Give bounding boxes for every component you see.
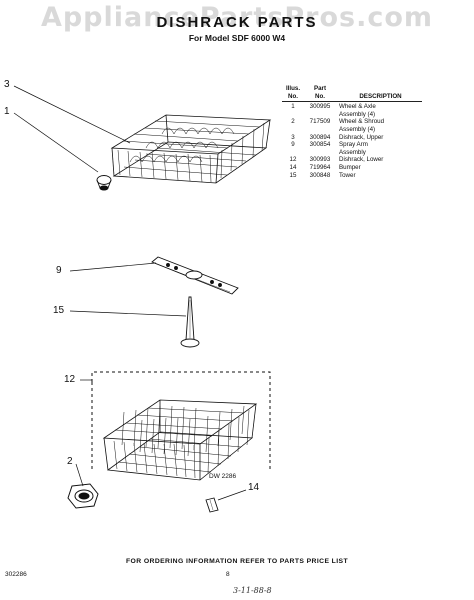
- upper-dishrack: [110, 114, 272, 184]
- illus-number: 2: [291, 118, 295, 126]
- part-description: Dishrack, Lower: [336, 156, 422, 164]
- description-line: Bumper: [339, 163, 361, 171]
- description-line: Wheel & Shroud: [339, 118, 385, 126]
- leader-2: [75, 463, 84, 487]
- tower-part: [180, 296, 200, 348]
- description-line: Assembly (4): [339, 110, 376, 118]
- callout-1: 1: [4, 106, 10, 117]
- parts-table-header: Illus. No. Part No. DESCRIPTION: [282, 85, 422, 103]
- illus-number: 15: [289, 171, 297, 179]
- description-line: Assembly (4): [339, 125, 376, 133]
- model-subtitle: For Model SDF 6000 W4: [188, 33, 286, 43]
- description-line: Dishrack, Upper: [339, 133, 384, 141]
- part-description: Dishrack, Upper: [336, 134, 422, 142]
- handwritten-note: 3-11-88-8: [233, 586, 272, 595]
- document-number: 302286: [5, 571, 27, 578]
- illus-header-line1: Illus.: [285, 85, 301, 92]
- callout-12: 12: [64, 374, 76, 385]
- ordering-note: FOR ORDERING INFORMATION REFER TO PARTS …: [125, 558, 349, 565]
- illus-number: 12: [289, 156, 297, 164]
- lower-rack-bracket: [91, 371, 271, 470]
- part-number: 719964: [309, 163, 331, 171]
- part-header-line2: No.: [315, 92, 325, 100]
- wheel-shroud-part: [67, 483, 99, 509]
- part-number: 300993: [309, 156, 331, 164]
- wheel-axle-part: [96, 175, 112, 191]
- description-line: Wheel & Axle: [339, 103, 376, 111]
- leader-3: [13, 85, 131, 144]
- part-header-line1: Part: [313, 85, 327, 92]
- description-line: Spray Arm: [339, 141, 368, 149]
- leader-14: [217, 489, 247, 501]
- callout-15: 15: [53, 305, 65, 316]
- parts-table-row: 3 300894 Dishrack, Upper: [282, 134, 422, 142]
- bumper-part: [205, 497, 219, 513]
- callout-9: 9: [56, 265, 62, 276]
- lower-dishrack: [102, 399, 258, 481]
- page-number: 8: [226, 571, 230, 578]
- description-line: Dishrack, Lower: [339, 156, 384, 164]
- callout-2: 2: [67, 456, 73, 467]
- callout-14: 14: [248, 482, 260, 493]
- part-number: 300995: [309, 103, 331, 111]
- leader-15: [69, 310, 187, 317]
- part-number: 717509: [309, 118, 331, 126]
- part-number: 300894: [309, 133, 331, 141]
- description-header: DESCRIPTION: [359, 92, 402, 100]
- illus-number: 14: [289, 163, 297, 171]
- illus-number: 3: [291, 133, 295, 141]
- page-title: DISHRACK PARTS: [156, 14, 318, 31]
- description-line: Tower: [339, 171, 356, 179]
- part-number: 300848: [309, 171, 331, 179]
- part-number: 300854: [309, 141, 331, 149]
- leader-1: [13, 112, 99, 173]
- callout-3: 3: [4, 79, 10, 90]
- spray-arm: [151, 256, 239, 295]
- part-description: Bumper: [336, 164, 422, 172]
- part-description: Tower: [336, 172, 422, 180]
- description-line: Assembly: [339, 148, 366, 156]
- leader-9: [69, 262, 157, 272]
- drawing-number: DW 2286: [209, 473, 237, 480]
- parts-table-row: 12 300993 Dishrack, Lower: [282, 156, 422, 164]
- illus-header-line2: No.: [288, 92, 298, 100]
- illus-number: 1: [291, 103, 295, 111]
- parts-table-row: 14 719964 Bumper: [282, 164, 422, 172]
- watermark: AppliancePartsPros.com: [40, 2, 434, 33]
- parts-table-row: 15 300848 Tower: [282, 172, 422, 180]
- illus-number: 9: [291, 141, 295, 149]
